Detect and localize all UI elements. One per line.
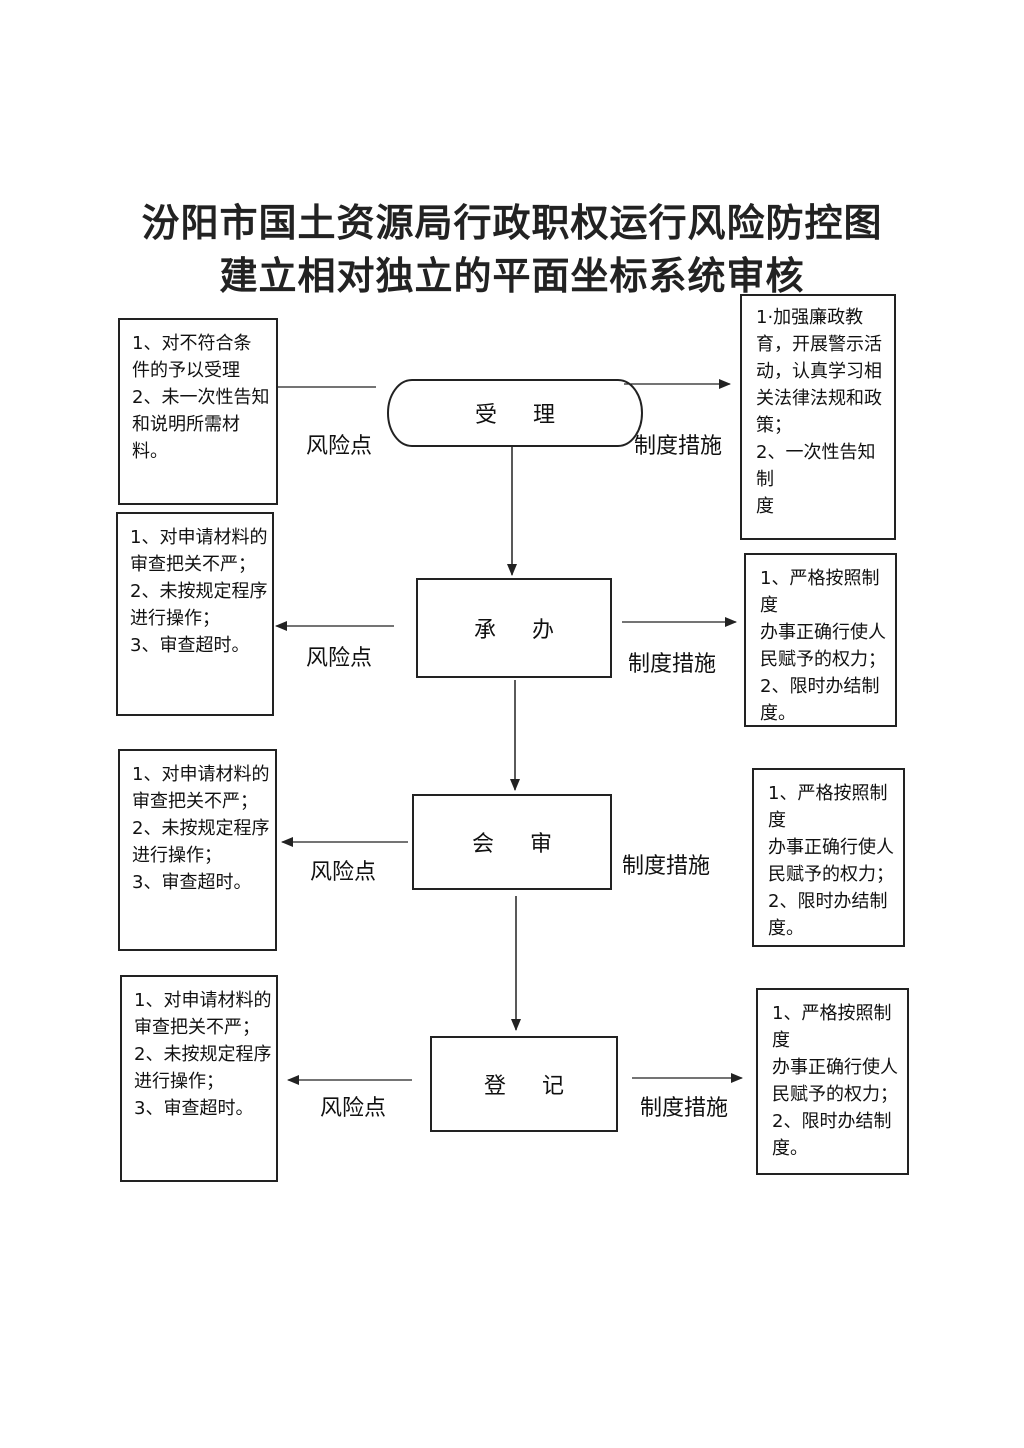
risk-box-register: 1、对申请材料的 审查把关不严； 2、未按规定程序 进行操作； 3、审查超时。 bbox=[120, 975, 278, 1182]
risk-text-handle: 1、对申请材料的 审查把关不严； 2、未按规定程序 进行操作； 3、审查超时。 bbox=[130, 527, 268, 656]
stage-accept: 受理 bbox=[474, 403, 591, 428]
stage-accept-shape bbox=[387, 379, 643, 447]
risk-text-review: 1、对申请材料的 审查把关不严； 2、未按规定程序 进行操作； 3、审查超时。 bbox=[132, 764, 270, 893]
risk-text-register: 1、对申请材料的 审查把关不严； 2、未按规定程序 进行操作； 3、审查超时。 bbox=[134, 990, 272, 1119]
stage-review: 会审 bbox=[412, 794, 612, 890]
measure-text-handle: 1、严格按照制度 办事正确行使人 民赋予的权力； 2、限时办结制 度。 bbox=[760, 568, 886, 724]
stage-handle: 承办 bbox=[416, 578, 612, 678]
page-title: 汾阳市国土资源局行政职权运行风险防控图 bbox=[141, 200, 883, 245]
risk-label-accept: 风险点 bbox=[306, 434, 373, 459]
risk-box-handle: 1、对申请材料的 审查把关不严； 2、未按规定程序 进行操作； 3、审查超时。 bbox=[116, 512, 274, 716]
measure-label-handle: 制度措施 bbox=[628, 652, 717, 677]
measure-box-review: 1、严格按照制度 办事正确行使人 民赋予的权力； 2、限时办结制 度。 bbox=[752, 768, 905, 947]
risk-label-register: 风险点 bbox=[320, 1096, 387, 1121]
stage-register: 登记 bbox=[430, 1036, 618, 1132]
measure-label-register: 制度措施 bbox=[640, 1096, 729, 1121]
measure-text-review: 1、严格按照制度 办事正确行使人 民赋予的权力； 2、限时办结制 度。 bbox=[768, 783, 894, 939]
measure-label-accept: 制度措施 bbox=[634, 434, 723, 459]
measure-text-accept: 1·加强廉政教 育，开展警示活 动，认真学习相 关法律法规和政 策； 2、一次性… bbox=[756, 307, 882, 517]
measure-box-register: 1、严格按照制度 办事正确行使人 民赋予的权力； 2、限时办结制 度。 bbox=[756, 988, 909, 1175]
measure-label-review: 制度措施 bbox=[622, 854, 711, 879]
page-subtitle: 建立相对独立的平面坐标系统审核 bbox=[219, 253, 805, 298]
measure-box-handle: 1、严格按照制度 办事正确行使人 民赋予的权力； 2、限时办结制 度。 bbox=[744, 553, 897, 727]
risk-box-accept: 1、对不符合条 件的予以受理 2、未一次性告知 和说明所需材 料。 bbox=[118, 318, 278, 505]
risk-text-accept: 1、对不符合条 件的予以受理 2、未一次性告知 和说明所需材 料。 bbox=[132, 333, 270, 462]
risk-box-review: 1、对申请材料的 审查把关不严； 2、未按规定程序 进行操作； 3、审查超时。 bbox=[118, 749, 277, 951]
risk-label-handle: 风险点 bbox=[306, 646, 373, 671]
risk-label-review: 风险点 bbox=[310, 860, 377, 885]
measure-text-register: 1、严格按照制度 办事正确行使人 民赋予的权力； 2、限时办结制 度。 bbox=[772, 1003, 898, 1159]
measure-box-accept: 1·加强廉政教 育，开展警示活 动，认真学习相 关法律法规和政 策； 2、一次性… bbox=[740, 294, 896, 540]
